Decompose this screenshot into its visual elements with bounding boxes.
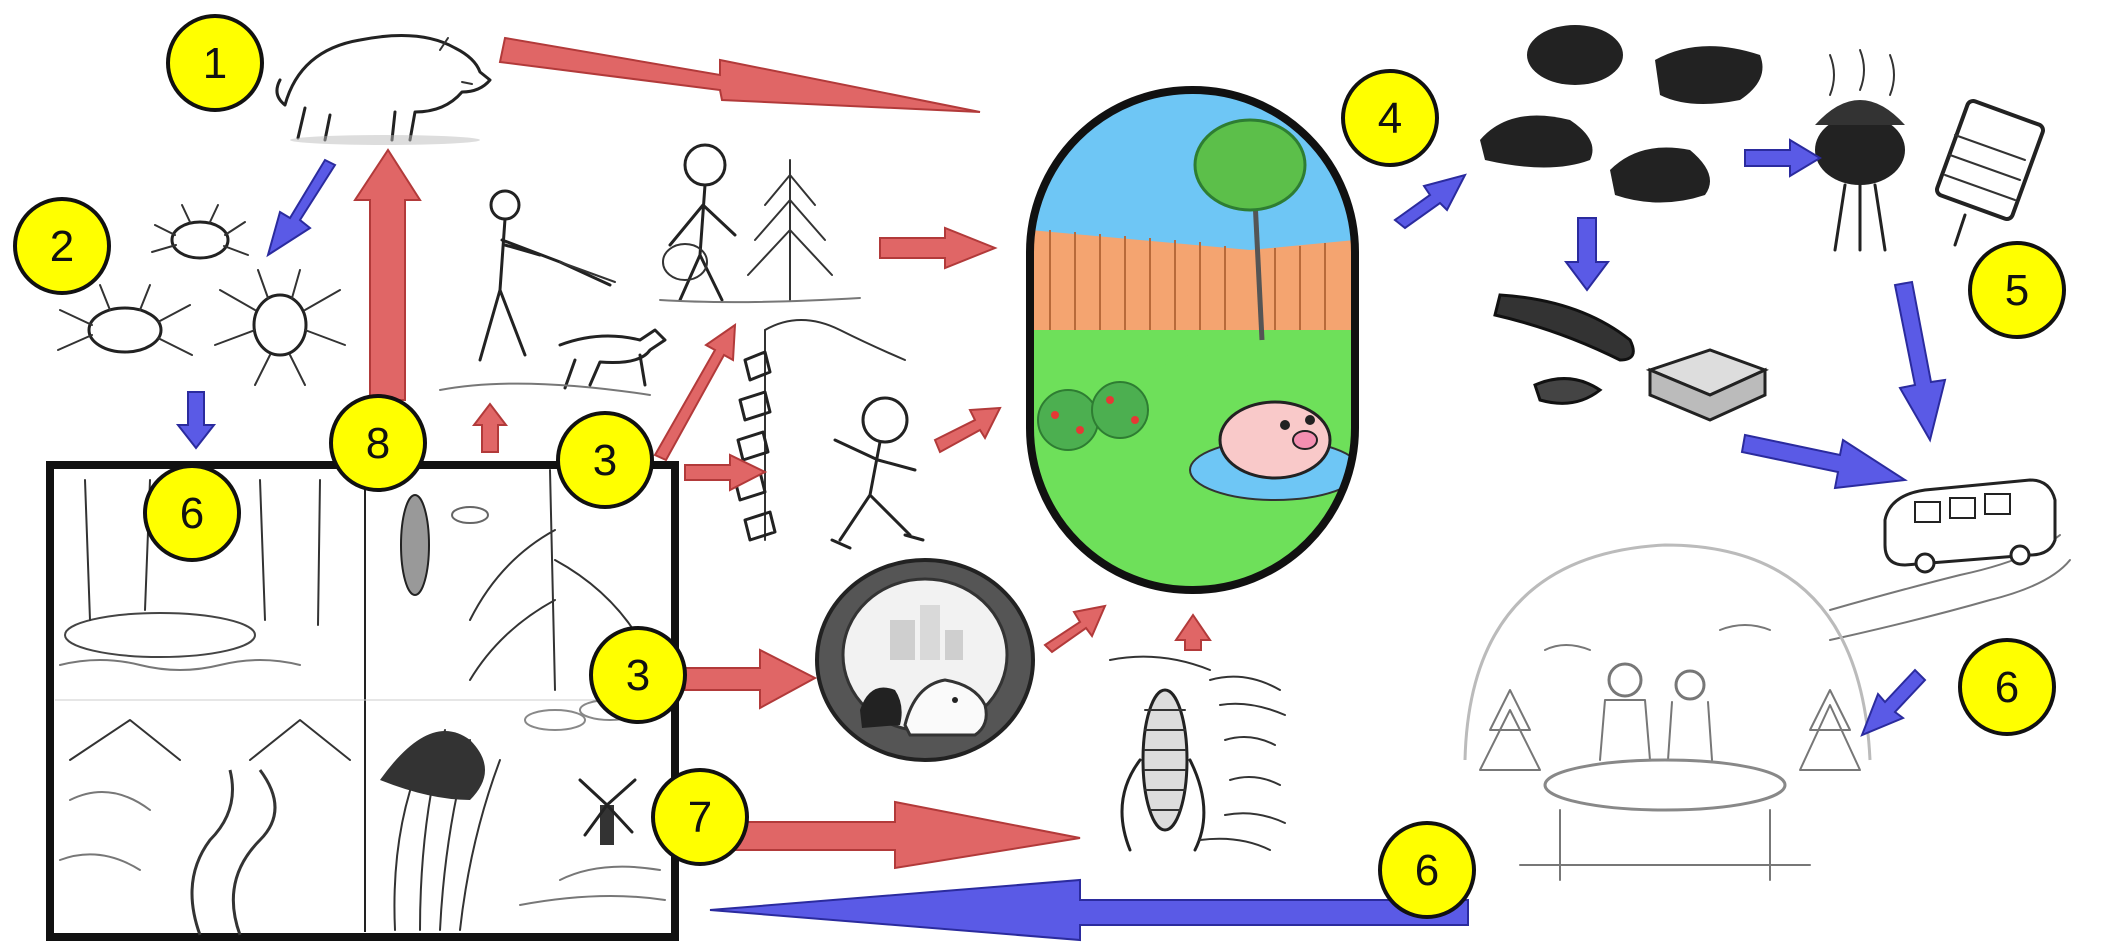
badge-3b: 3 <box>591 628 685 722</box>
svg-text:6: 6 <box>1995 663 2019 712</box>
bus-on-road-icon <box>1830 480 2070 640</box>
badge-7: 7 <box>653 770 747 864</box>
svg-text:4: 4 <box>1378 94 1402 143</box>
picnic-scene-icon <box>1465 545 1870 880</box>
svg-text:6: 6 <box>1415 846 1439 895</box>
fisherman-icon <box>735 320 923 548</box>
blue-arrow <box>1395 175 1465 228</box>
red-arrow <box>935 408 1000 452</box>
red-arrow <box>500 38 980 112</box>
red-arrow <box>1176 615 1210 650</box>
svg-text:1: 1 <box>203 39 227 88</box>
blue-arrow <box>178 392 214 448</box>
dog-and-cat-in-pipe-icon <box>817 560 1033 760</box>
red-arrow <box>880 228 995 268</box>
badge-6a: 6 <box>145 466 239 560</box>
red-arrow <box>685 455 765 490</box>
svg-text:7: 7 <box>688 793 712 842</box>
badge-6c: 6 <box>1380 823 1474 917</box>
hunter-with-dog-icon <box>440 191 665 395</box>
sausage-and-sandwich-icon <box>1495 295 1765 420</box>
badge-3a: 3 <box>558 413 652 507</box>
blue-arrow <box>710 880 1468 940</box>
red-arrow <box>685 650 815 708</box>
svg-text:6: 6 <box>180 489 204 538</box>
corn-and-pods-icon <box>1110 657 1285 850</box>
svg-text:5: 5 <box>2005 266 2029 315</box>
meat-cuts-icon <box>1480 25 1763 203</box>
badge-2: 2 <box>15 199 109 293</box>
badge-4: 4 <box>1343 71 1437 165</box>
svg-text:3: 3 <box>626 651 650 700</box>
gatherer-stick-figure-icon <box>660 145 860 302</box>
landscapes-collage-icon <box>50 465 675 937</box>
badge-6b: 6 <box>1960 640 2054 734</box>
svg-text:3: 3 <box>593 436 617 485</box>
svg-text:2: 2 <box>50 222 74 271</box>
badge-1: 1 <box>168 16 262 110</box>
wild-boar-icon <box>277 36 490 146</box>
red-arrow <box>474 404 506 452</box>
red-arrow <box>1045 606 1105 652</box>
grills-icon <box>1815 50 2045 250</box>
blue-arrow <box>1862 670 1925 735</box>
blue-arrow <box>1742 435 1905 488</box>
red-arrow <box>655 325 735 460</box>
red-arrow <box>725 802 1080 868</box>
badge-8: 8 <box>331 396 425 490</box>
badge-5: 5 <box>1970 243 2064 337</box>
blue-arrow <box>1745 140 1820 176</box>
blue-arrow <box>1566 218 1608 290</box>
svg-text:8: 8 <box>366 419 390 468</box>
pig-in-backyard-icon <box>1030 90 1360 590</box>
red-arrow <box>355 150 420 400</box>
blue-arrow <box>268 160 335 255</box>
blue-arrow <box>1895 282 1945 440</box>
